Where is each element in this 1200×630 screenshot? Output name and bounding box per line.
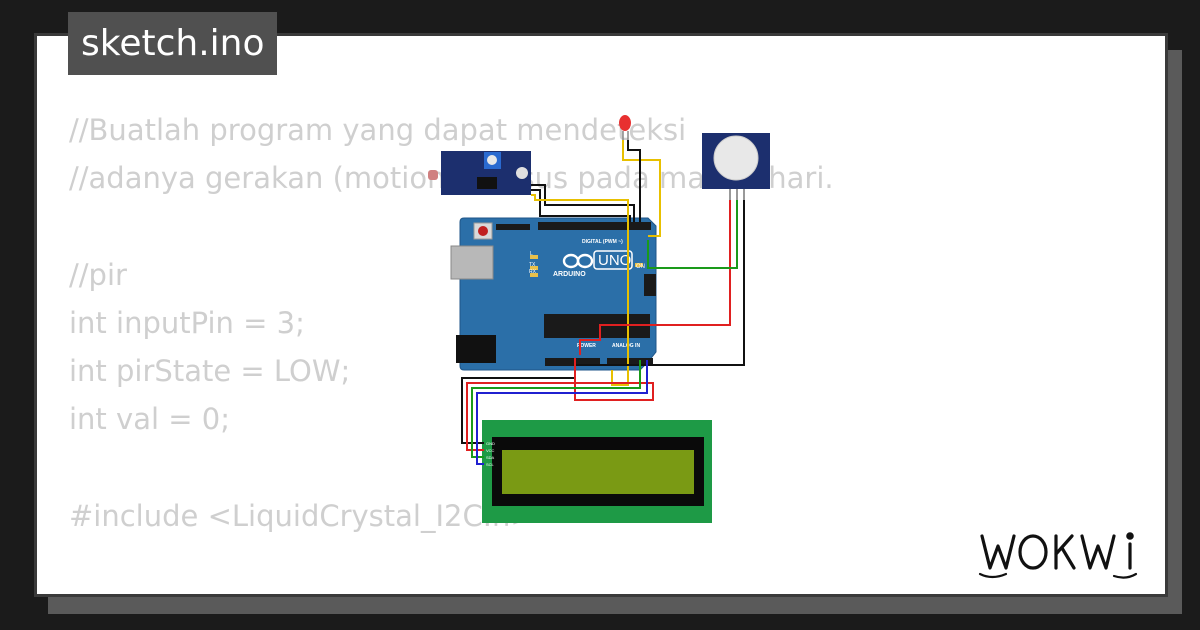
digital-header-label: DIGITAL (PWM ~) — [582, 239, 623, 245]
ldr-sensor-module — [428, 151, 531, 195]
board-brand-label: ARDUINO — [553, 271, 586, 278]
code-line: int pirState = LOW; — [69, 353, 351, 388]
lcd-pin-gnd: GND — [486, 441, 495, 446]
wire — [476, 360, 648, 465]
wire — [622, 140, 661, 237]
pir-sensor — [702, 133, 770, 200]
arduino-infinity-icon — [562, 253, 594, 269]
lcd-i2c-display: GND VCC SDA SCL — [482, 420, 712, 523]
wire — [531, 189, 631, 222]
l-label: L — [530, 251, 533, 257]
code-background: //Buatlah program yang dapat mendeteksi … — [69, 106, 834, 594]
lcd-pin-sda: SDA — [486, 455, 495, 460]
wires — [461, 140, 745, 465]
wokwi-logo — [978, 532, 1138, 579]
wire — [466, 358, 654, 451]
arduino-uno-board: UNO ARDUINO DIGITAL (PWM ~) POWER ANALOG… — [450, 217, 657, 371]
code-line: //Buatlah program yang dapat mendeteksi — [69, 113, 687, 147]
wire — [579, 200, 731, 355]
preview-card: //Buatlah program yang dapat mendeteksi … — [34, 33, 1168, 597]
power-header-label: POWER — [577, 343, 596, 349]
code-line: //pir — [69, 257, 127, 292]
code-line: #include <LiquidCrystal_I2C.h> — [69, 498, 535, 533]
potentiometer-icon — [487, 155, 497, 165]
wire — [627, 140, 641, 222]
wire — [531, 184, 635, 222]
tx-label: TX — [529, 262, 536, 268]
code-line: int inputPin = 3; — [69, 305, 305, 340]
lcd-pin-vcc: VCC — [486, 448, 495, 453]
analog-header-label: ANALOG IN — [612, 343, 640, 349]
code-line: int val = 0; — [69, 402, 230, 437]
on-label: ON — [636, 264, 645, 270]
circuit-diagram: UNO ARDUINO DIGITAL (PWM ~) POWER ANALOG… — [428, 115, 770, 523]
wire — [647, 200, 738, 269]
rx-label: RX — [529, 269, 537, 275]
lcd-pin-scl: SCL — [486, 462, 495, 467]
file-name-tab: sketch.ino — [68, 12, 278, 75]
wire — [531, 194, 629, 386]
board-model-label: UNO — [598, 252, 631, 269]
red-led — [619, 115, 631, 140]
reset-button-icon — [478, 226, 488, 236]
